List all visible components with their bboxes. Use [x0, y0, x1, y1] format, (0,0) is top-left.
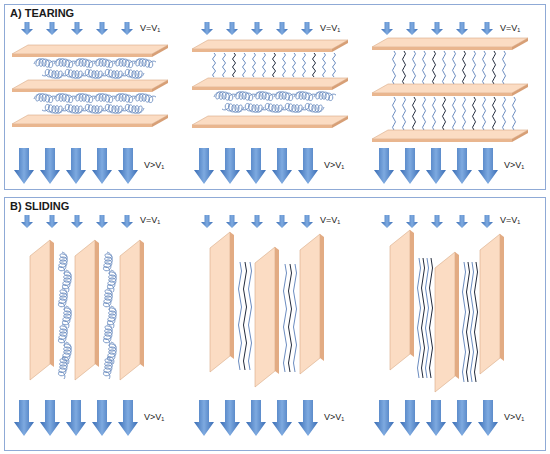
velocity-label: V>V₁ — [324, 160, 344, 171]
plates — [30, 240, 144, 380]
coiled-chains — [58, 252, 116, 379]
coiled-chains — [214, 92, 336, 113]
extended-chains-dark — [244, 262, 292, 372]
velocity-label: V>V₁ — [504, 160, 524, 171]
velocity-label: V>V₁ — [144, 160, 164, 171]
plates — [390, 230, 504, 392]
velocity-label: V=V₁ — [140, 215, 160, 226]
plates — [372, 38, 528, 142]
velocity-label: V>V₁ — [504, 412, 524, 423]
panel-heading: B) SLIDING — [10, 200, 69, 212]
plates — [192, 40, 348, 128]
velocity-label: V>V₁ — [324, 412, 344, 423]
panel: B) SLIDING — [4, 197, 546, 451]
panel: A) TEARING — [4, 4, 546, 190]
panel-heading: A) TEARING — [10, 7, 74, 19]
extended-chains — [239, 262, 297, 372]
extended-chains — [213, 53, 336, 77]
extended-chains — [418, 258, 474, 382]
velocity-label: V=V₁ — [320, 215, 340, 226]
plates — [210, 232, 324, 387]
velocity-label: V=V₁ — [500, 215, 520, 226]
extended-chains-dark — [422, 258, 478, 382]
velocity-label: V>V₁ — [144, 412, 164, 423]
velocity-arrows — [14, 215, 498, 436]
velocity-label: V=V₁ — [140, 23, 160, 34]
extended-chains-dark — [233, 53, 316, 77]
velocity-label: V=V₁ — [320, 23, 340, 34]
velocity-label: V=V₁ — [500, 23, 520, 34]
plates — [12, 45, 168, 127]
